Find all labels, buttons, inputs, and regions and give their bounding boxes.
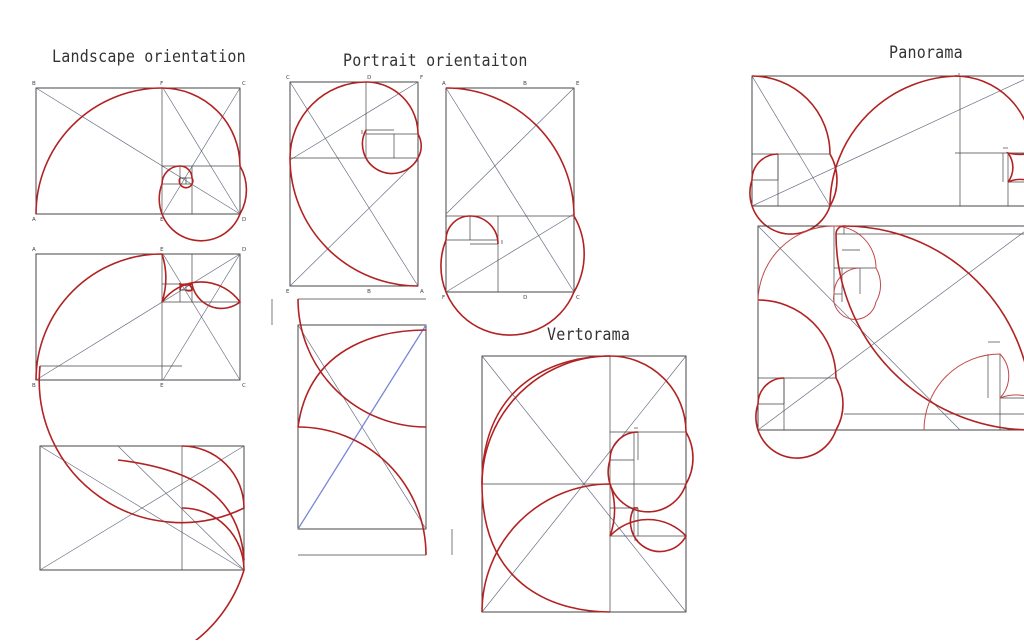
vertorama-diagram bbox=[481, 355, 694, 613]
portrait-orientation-title: Portrait orientaiton bbox=[343, 50, 528, 71]
corner-point-label: C bbox=[242, 81, 246, 87]
golden-spiral-curve bbox=[297, 426, 427, 556]
corner-point-label: C bbox=[286, 75, 290, 81]
panorama-diagram-top bbox=[749, 73, 1024, 235]
golden-spiral-curve bbox=[829, 75, 961, 207]
outer-frame bbox=[757, 225, 1024, 431]
panorama-title: Panorama bbox=[889, 42, 963, 63]
corner-point-label: D bbox=[242, 247, 246, 253]
corner-point-label: D bbox=[242, 217, 246, 223]
golden-spiral-curve bbox=[181, 507, 245, 644]
golden-spiral-curve bbox=[835, 225, 1024, 431]
diagonal-guide-line bbox=[445, 87, 575, 215]
diagonal-guide-line bbox=[162, 253, 241, 381]
outer-frame bbox=[35, 87, 241, 215]
golden-spiral-curve bbox=[481, 355, 694, 513]
landscape-diagram-3 bbox=[38, 365, 245, 644]
diagonal-guide-line bbox=[751, 79, 1024, 207]
golden-spiral-curve bbox=[755, 299, 844, 459]
corner-point-label: D bbox=[367, 75, 371, 81]
corner-point-label: A bbox=[32, 247, 36, 253]
corner-point-label: C bbox=[576, 295, 580, 301]
golden-spiral-curve bbox=[749, 75, 838, 235]
vertorama-title: Vertorama bbox=[547, 324, 631, 345]
diagonal-guide-line bbox=[39, 445, 245, 571]
diagonal-guide-line bbox=[445, 213, 575, 293]
corner-point-label: D bbox=[523, 295, 527, 301]
diagonal-guide-line bbox=[289, 81, 419, 161]
golden-spiral-curve bbox=[481, 355, 611, 485]
portrait-diagram-1: C D F E B A bbox=[286, 75, 424, 295]
corner-point-label: E bbox=[576, 81, 580, 87]
corner-point-label: F bbox=[442, 295, 445, 301]
diagonal-guide-line bbox=[751, 75, 831, 207]
outer-frame bbox=[445, 87, 575, 293]
corner-point-label: B bbox=[32, 81, 36, 87]
golden-spiral-curve bbox=[954, 75, 1024, 183]
corner-point-label: E bbox=[160, 383, 164, 389]
corner-point-label: A bbox=[32, 217, 36, 223]
outer-frame bbox=[35, 253, 241, 381]
corner-point-label: E bbox=[160, 217, 164, 223]
golden-spiral-curve bbox=[297, 329, 427, 428]
golden-spiral-curve bbox=[440, 87, 585, 336]
corner-point-label: B bbox=[32, 383, 36, 389]
golden-spiral-curve bbox=[923, 353, 1024, 431]
corner-point-label: B bbox=[367, 289, 371, 295]
landscape-diagram-1: B F C A E D bbox=[32, 81, 248, 242]
landscape-diagram-2: A E D B E C bbox=[32, 247, 246, 389]
corner-point-label: F bbox=[160, 81, 163, 87]
diagonal-guide-line bbox=[757, 231, 1024, 431]
accent-diagonal-line bbox=[297, 324, 427, 530]
corner-point-label: E bbox=[286, 289, 290, 295]
golden-spiral-curve bbox=[481, 483, 611, 613]
golden-spiral-curve bbox=[481, 483, 687, 613]
corner-point-label: B bbox=[523, 81, 527, 87]
golden-spiral-curve bbox=[35, 87, 248, 242]
corner-point-label: C bbox=[242, 383, 246, 389]
golden-spiral-curve bbox=[38, 365, 245, 524]
golden-spiral-curve bbox=[117, 459, 245, 561]
landscape-orientation-title: Landscape orientation bbox=[52, 46, 246, 67]
diagonal-guide-line bbox=[757, 225, 961, 431]
golden-spiral-curve bbox=[297, 298, 427, 428]
diagonal-guide-line bbox=[117, 445, 245, 571]
diagonal-guide-line bbox=[162, 87, 241, 215]
outer-frame bbox=[289, 81, 419, 287]
diagonal-guide-line bbox=[289, 159, 419, 287]
golden-spiral-curve bbox=[289, 81, 422, 287]
corner-point-label: E bbox=[160, 247, 164, 253]
panorama-diagram-bottom bbox=[755, 225, 1024, 459]
portrait-diagram-3 bbox=[271, 298, 453, 556]
golden-spiral-curve bbox=[757, 225, 882, 320]
diagonal-guide-line bbox=[289, 81, 419, 287]
golden-spiral-curve bbox=[35, 253, 242, 381]
diagonal-guide-line bbox=[35, 253, 241, 381]
corner-point-label: A bbox=[442, 81, 446, 87]
corner-point-label: F bbox=[420, 75, 423, 81]
portrait-diagram-2: A B E F D C bbox=[440, 81, 585, 336]
corner-point-label: A bbox=[420, 289, 424, 295]
outer-frame bbox=[751, 75, 1024, 207]
diagonal-guide-line bbox=[35, 87, 241, 215]
diagonal-guide-line bbox=[445, 87, 575, 293]
